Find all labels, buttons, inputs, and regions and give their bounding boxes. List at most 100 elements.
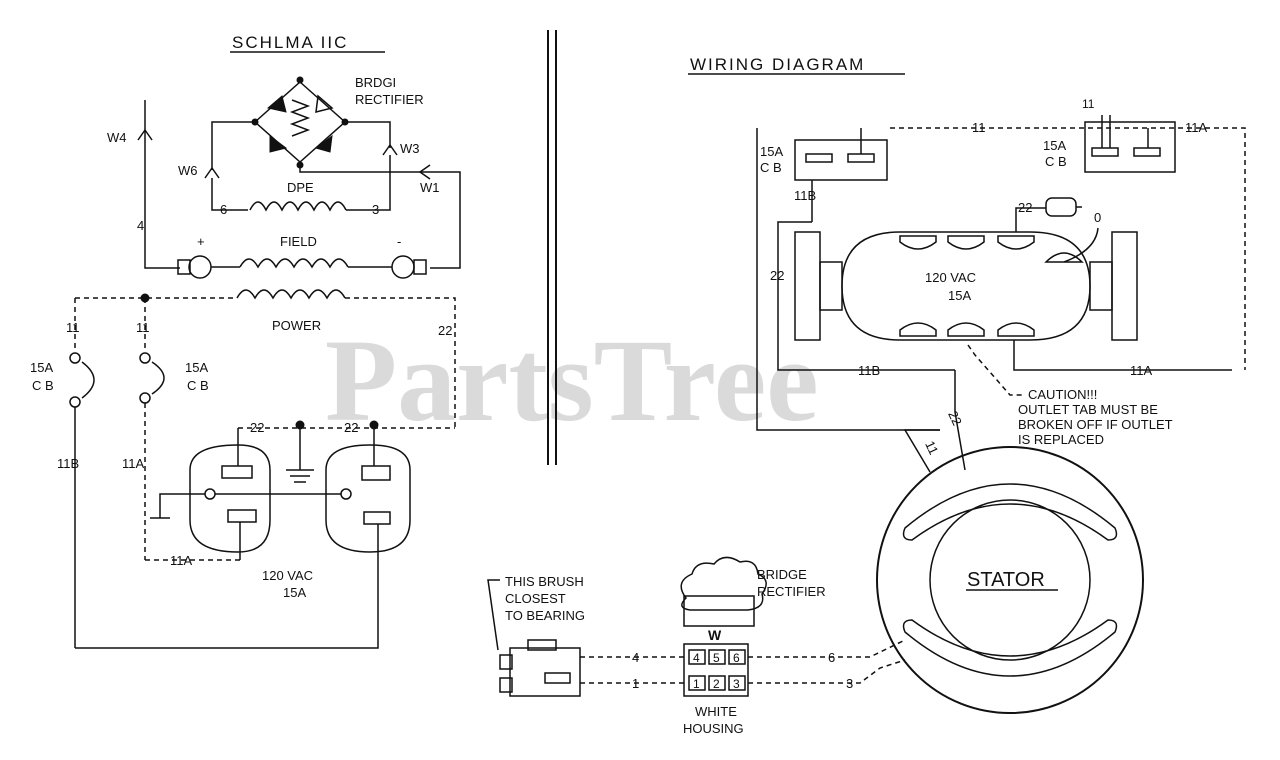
wiring-cb-left-label-1: 15A	[760, 144, 783, 159]
connector-icon	[204, 166, 220, 179]
panel-outline-top	[890, 127, 1246, 370]
field-label: FIELD	[280, 234, 317, 249]
bridge-rectifier-cloud-icon	[680, 556, 767, 611]
svg-text:3: 3	[733, 677, 740, 691]
housing-terminal-top-1: 4	[688, 649, 706, 665]
housing-label-2: HOUSING	[683, 721, 744, 736]
slip-ring-icon	[188, 255, 212, 279]
wiring-cb-right-icon	[1084, 121, 1176, 173]
wiring-cb-right-label-1: 15A	[1043, 138, 1066, 153]
svg-text:6: 6	[733, 651, 740, 665]
wiring-wire-4: 4	[632, 650, 639, 665]
brush-icon	[413, 259, 427, 275]
breaker-terminal-icon	[139, 392, 151, 404]
wire-11-left: 11	[66, 320, 80, 335]
wiring-diag-22: 22	[945, 408, 965, 427]
svg-text:1: 1	[693, 677, 700, 691]
wiring-wire-11a-top: 11A	[1185, 120, 1207, 135]
caution-line-2: OUTLET TAB MUST BE	[1018, 402, 1158, 417]
wire-11a-label: 11A	[122, 456, 144, 471]
terminal-w6: W6	[178, 163, 198, 178]
housing-terminal-top-3: 6	[728, 649, 746, 665]
connector-icon	[137, 128, 153, 141]
dpe-coil-icon	[249, 201, 347, 212]
schematic-bridge-label-1: BRDGI	[355, 75, 396, 90]
caution-line-3: BROKEN OFF IF OUTLET	[1018, 417, 1173, 432]
power-label: POWER	[272, 318, 321, 333]
schematic-bridge-label-2: RECTIFIER	[355, 92, 424, 107]
brush-note-2: CLOSEST	[505, 591, 566, 606]
outlet-ground-hole-icon	[340, 488, 352, 500]
svg-text:5: 5	[713, 651, 720, 665]
slip-ring-icon	[391, 255, 415, 279]
watermark: PartsTree	[325, 315, 819, 446]
wiring-wire-11b-bottom: 11B	[858, 363, 880, 378]
breaker-terminal-icon	[139, 352, 151, 364]
stator-icon	[876, 446, 1144, 714]
cb-right-label-2: C B	[187, 378, 209, 393]
outlet-slot-icon	[363, 511, 391, 525]
diode-icon	[266, 95, 287, 113]
housing-terminal-bottom-2: 2	[708, 675, 726, 691]
outlet-slot-icon	[221, 465, 253, 479]
housing-label-1: WHITE	[695, 704, 737, 719]
dpe-label: DPE	[287, 180, 314, 195]
duplex-outlet-icon	[794, 231, 1138, 341]
stator-label: STATOR	[967, 569, 1045, 591]
wire-4-label: 4	[137, 218, 144, 233]
breaker-terminal-icon	[69, 396, 81, 408]
outlet-wire-22-left: 22	[250, 420, 264, 435]
wiring-wire-6: 6	[828, 650, 835, 665]
breaker-arc-icon	[151, 361, 165, 395]
wiring-title: WIRING DIAGRAM	[690, 55, 865, 74]
panel-outline-left	[756, 128, 940, 431]
power-coil-icon	[236, 289, 346, 300]
wiring-bridge-label-1: BRIDGE	[757, 567, 807, 582]
wiring-wire-22-top: 22	[1018, 200, 1032, 215]
brush-note-3: TO BEARING	[505, 608, 585, 623]
outlet-ground-hole-icon	[204, 488, 216, 500]
field-plus: +	[197, 234, 205, 249]
bridge-rectifier-body-icon	[683, 595, 755, 627]
cb-left-label-2: C B	[32, 378, 54, 393]
schematic-outlet-rating-1: 120 VAC	[262, 568, 313, 583]
brush-assembly-icon	[499, 639, 581, 697]
wiring-wire-22-side: 22	[770, 268, 784, 283]
wiring-wire-1: 1	[632, 676, 639, 691]
brush-icon	[177, 259, 191, 275]
outlet-right-icon	[325, 444, 411, 553]
diode-icon	[269, 135, 288, 153]
wire-22-label: 22	[438, 323, 452, 338]
wiring-wire-11-small: 11	[1082, 97, 1095, 111]
outlet-wire-22-right: 22	[344, 420, 358, 435]
dpe-wire-3: 3	[372, 202, 379, 217]
diode-icon	[315, 94, 334, 113]
bridge-rectifier-symbol	[251, 76, 349, 169]
housing-terminal-bottom-3: 3	[728, 675, 746, 691]
cb-left-label-1: 15A	[30, 360, 53, 375]
terminal-w4: W4	[107, 130, 127, 145]
cb-right-label-1: 15A	[185, 360, 208, 375]
wiring-diag-11: 11	[922, 438, 941, 457]
wiring-cb-left-icon	[794, 139, 888, 181]
wiring-wire-11a-bottom: 11A	[1130, 363, 1152, 378]
breaker-terminal-icon	[69, 352, 81, 364]
svg-text:4: 4	[693, 651, 700, 665]
svg-text:2: 2	[713, 677, 720, 691]
housing-terminal-bottom-1: 1	[688, 675, 706, 691]
wiring-wire-11-top: 11	[972, 120, 986, 135]
connector-icon	[382, 143, 398, 156]
terminal-w3: W3	[400, 141, 420, 156]
ground-icon	[286, 428, 314, 483]
wiring-cb-right-label-2: C B	[1045, 154, 1067, 169]
schematic-title: SCHLMA IIC	[232, 33, 348, 52]
schematic-outlet-rating-2: 15A	[283, 585, 306, 600]
wire-11-right: 11	[136, 320, 150, 335]
wiring-wire-3: 3	[846, 676, 853, 691]
brush-note-1: THIS BRUSH	[505, 574, 584, 589]
outlet-slot-icon	[361, 465, 391, 481]
wiring-cb-left-label-2: C B	[760, 160, 782, 175]
wiring-wire-0: 0	[1094, 210, 1101, 225]
wiring-wire-11b: 11B	[794, 188, 816, 203]
